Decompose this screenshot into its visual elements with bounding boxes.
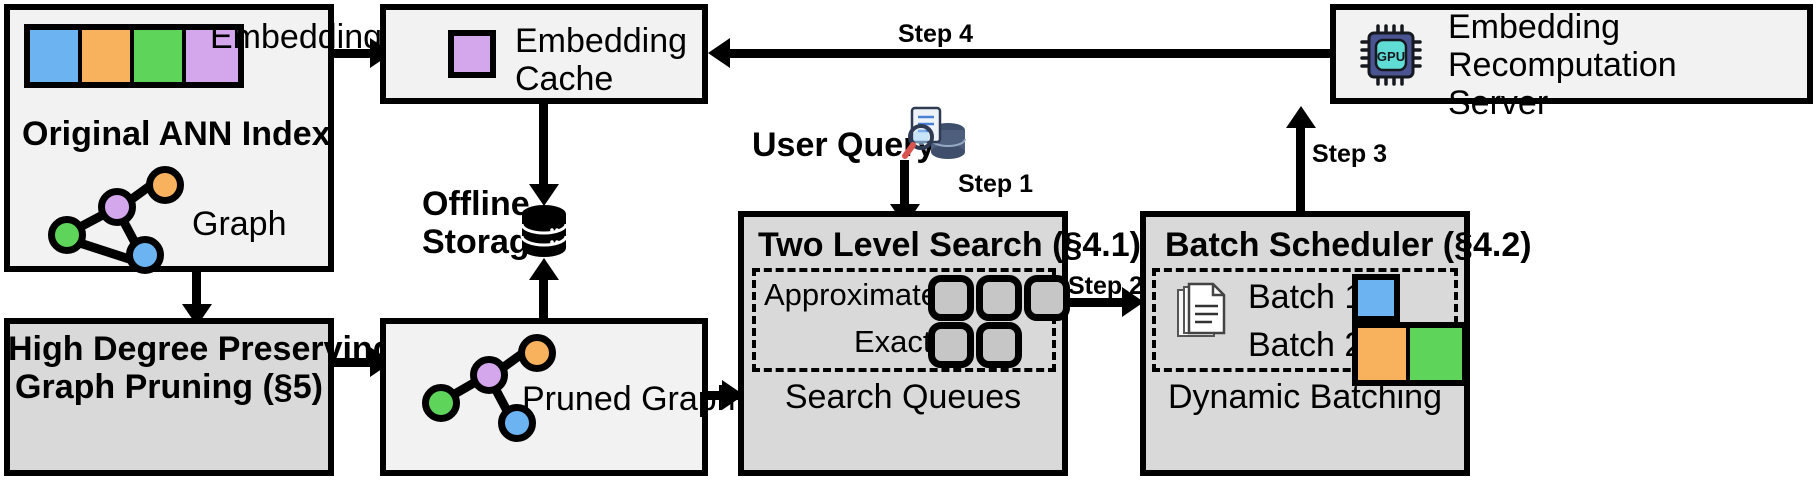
pruned-graph-label: Pruned Graph bbox=[522, 380, 736, 418]
graph-label: Graph bbox=[192, 205, 287, 243]
two-level-search-title: Two Level Search (§4.1) bbox=[758, 226, 1141, 264]
batch-1-label: Batch 1 bbox=[1248, 278, 1364, 316]
embedding-cache-box bbox=[380, 4, 708, 104]
graph-node-blue bbox=[498, 404, 536, 442]
embedding-swatch-orange bbox=[82, 30, 134, 82]
arrow-head-right bbox=[1122, 287, 1144, 317]
approximate-queue-slot[interactable] bbox=[976, 275, 1022, 321]
graph-node-purple bbox=[470, 356, 508, 394]
arrow-scheduler-to-server bbox=[1296, 125, 1305, 211]
exact-row-label: Exact bbox=[854, 324, 932, 359]
batch-2-swatch-strip bbox=[1352, 322, 1468, 386]
arrow-head-left bbox=[708, 38, 730, 68]
step-3-label: Step 3 bbox=[1312, 140, 1388, 168]
search-queues-footer: Search Queues bbox=[784, 378, 1022, 416]
gpu-chip-icon: GPU bbox=[1360, 24, 1422, 86]
embedding-cache-swatch-icon bbox=[448, 30, 496, 78]
embedding-swatch-purple bbox=[186, 30, 238, 82]
original-graph bbox=[40, 166, 184, 274]
query-magnifier-database-icon bbox=[898, 104, 968, 166]
graph-node-orange bbox=[518, 334, 556, 372]
pruned-graph bbox=[410, 330, 556, 442]
graph-pruning-box bbox=[4, 318, 334, 476]
approximate-queue-slot[interactable] bbox=[1024, 275, 1070, 321]
graph-node-orange bbox=[146, 166, 184, 204]
arrow-index-to-pruning bbox=[192, 272, 201, 308]
embedding-cache-title: Embedding Cache bbox=[515, 22, 688, 99]
step-2-label: Step 2 bbox=[1068, 272, 1144, 300]
graph-pruning-title: High Degree Preserving Graph Pruning (§5… bbox=[8, 330, 394, 407]
graph-node-purple bbox=[98, 188, 136, 226]
batch-2-swatch-orange bbox=[1358, 328, 1410, 380]
arrow-pruning-to-prunedgraph bbox=[334, 358, 372, 367]
step-1-label: Step 1 bbox=[958, 170, 1034, 198]
recomputation-server-title: Embedding Recomputation Server bbox=[1448, 8, 1677, 123]
dynamic-batching-dashed-region bbox=[1152, 268, 1458, 372]
arrow-query-to-search bbox=[900, 160, 909, 208]
approximate-queue-slot[interactable] bbox=[928, 275, 974, 321]
arrow-head-up bbox=[1286, 106, 1316, 128]
exact-queue-slot[interactable] bbox=[976, 322, 1022, 368]
graph-node-green bbox=[48, 216, 86, 254]
gpu-icon-text: GPU bbox=[1377, 49, 1405, 64]
graph-node-blue bbox=[126, 236, 164, 274]
approximate-row-label: Approximate bbox=[764, 277, 939, 312]
batch-2-label: Batch 2 bbox=[1248, 326, 1364, 364]
original-ann-index-title: Original ANN Index bbox=[22, 115, 331, 153]
database-cylinder-icon bbox=[518, 203, 570, 259]
batch-scheduler-title: Batch Scheduler (§4.2) bbox=[1165, 226, 1532, 264]
offline-storage-label: Offline Storage bbox=[422, 185, 549, 262]
arrow-head-up bbox=[529, 258, 559, 280]
batch-1-swatch-blue bbox=[1352, 274, 1400, 322]
user-query-label: User Query bbox=[752, 126, 936, 164]
embedding-swatch-blue bbox=[30, 30, 82, 82]
embedding-swatch-strip bbox=[24, 24, 244, 88]
arrow-search-to-scheduler bbox=[1068, 298, 1134, 307]
embedding-swatch-green bbox=[134, 30, 186, 82]
arrow-cache-to-storage bbox=[539, 104, 548, 188]
dynamic-batching-footer: Dynamic Batching bbox=[1167, 378, 1442, 416]
arrow-prunedgraph-to-storage bbox=[539, 276, 548, 322]
graph-node-green bbox=[422, 384, 460, 422]
arrow-head-down bbox=[529, 184, 559, 206]
arrow-index-to-cache bbox=[334, 49, 372, 58]
step-4-label: Step 4 bbox=[898, 20, 974, 48]
batch-2-swatch-green bbox=[1410, 328, 1462, 380]
documents-stack-icon bbox=[1172, 282, 1228, 346]
arrow-server-to-cache bbox=[730, 49, 1330, 58]
exact-queue-slot[interactable] bbox=[928, 322, 974, 368]
